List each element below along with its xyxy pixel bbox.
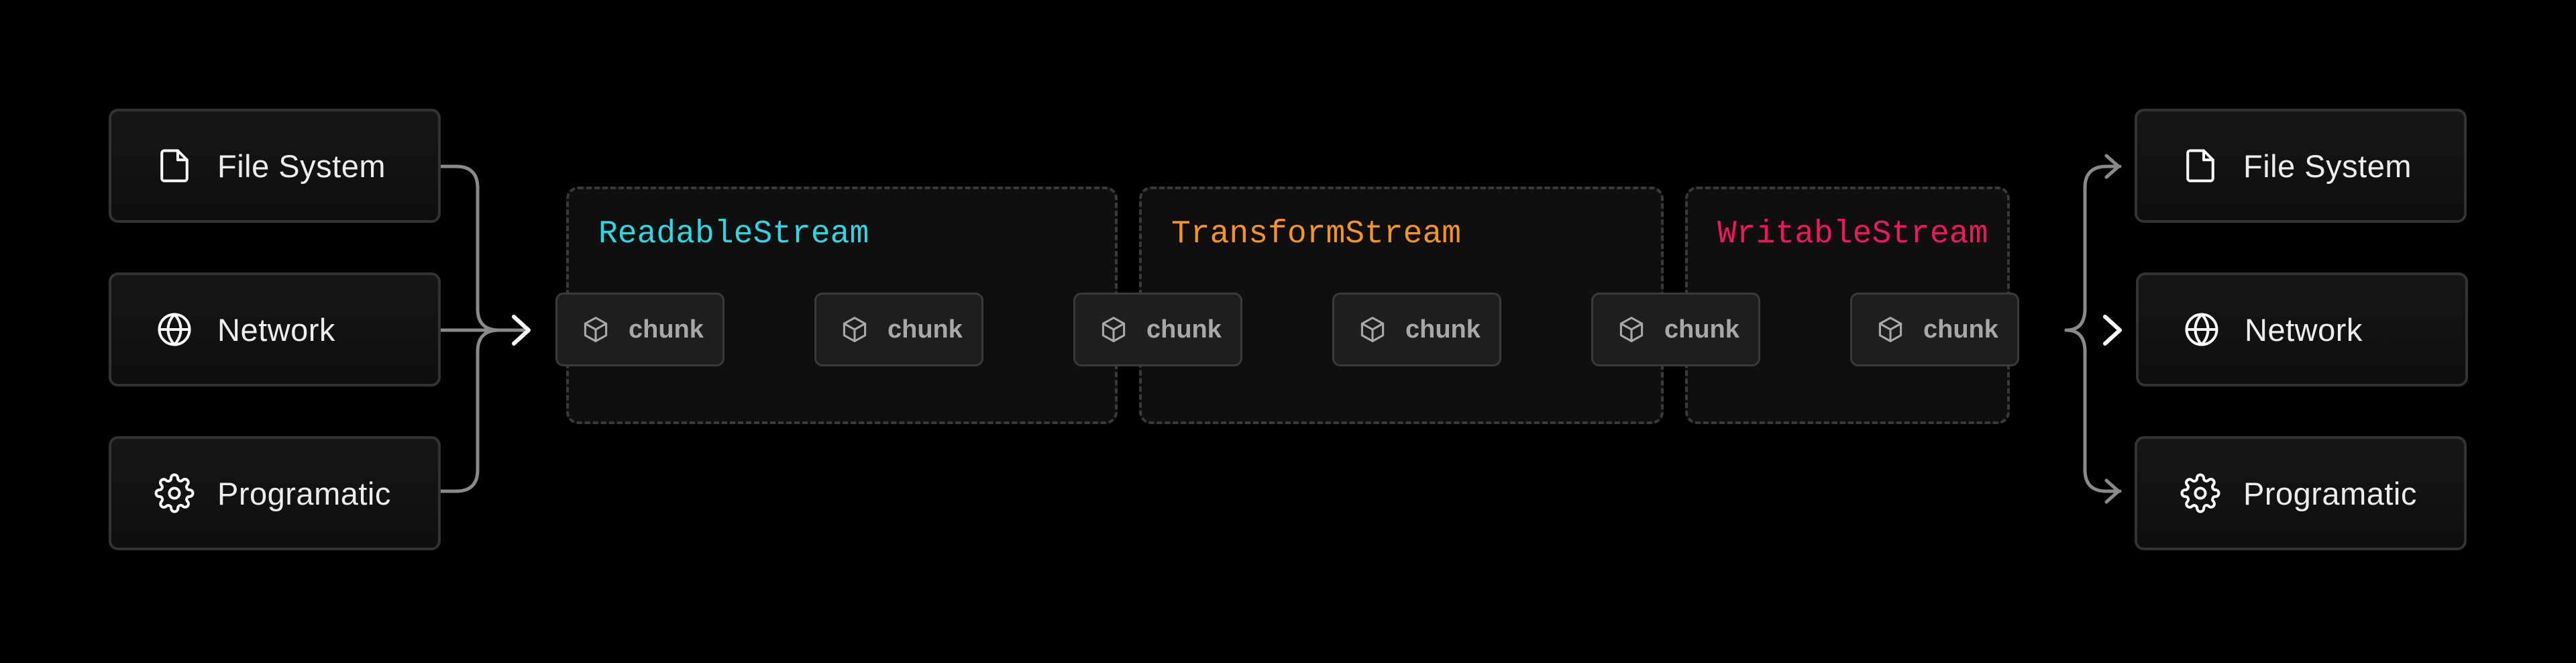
chunk-label: chunk <box>888 315 963 344</box>
chunk-label: chunk <box>629 315 704 344</box>
chunk-label: chunk <box>1923 315 1998 344</box>
cube-icon <box>839 314 870 345</box>
chunk-6: chunk <box>1850 293 2019 366</box>
cube-icon <box>1357 314 1388 345</box>
destination-arrowheads <box>2103 154 2122 504</box>
destination-file-system: File System <box>2135 109 2467 223</box>
source-programatic: Programatic <box>109 436 441 550</box>
cube-icon <box>1098 314 1129 345</box>
merge-line-programatic <box>438 328 525 493</box>
cube-icon <box>1875 314 1906 345</box>
gear-icon <box>153 472 196 515</box>
source-label: Programatic <box>217 475 391 511</box>
split-line-file-system <box>2064 164 2122 332</box>
split-line-programatic <box>2064 328 2122 493</box>
destination-split-lines <box>2064 164 2122 493</box>
globe-icon <box>2180 308 2223 351</box>
file-icon <box>153 144 196 187</box>
chunk-label: chunk <box>1146 315 1222 344</box>
gear-icon <box>2179 472 2222 515</box>
merge-arrowhead <box>512 315 531 346</box>
chunk-1: chunk <box>555 293 724 366</box>
destination-programatic: Programatic <box>2135 436 2467 550</box>
arrowhead-network <box>2103 315 2122 346</box>
source-merge-lines <box>438 164 525 493</box>
merge-line-file-system <box>438 164 525 332</box>
destination-label: File System <box>2243 148 2412 184</box>
source-network: Network <box>109 272 441 387</box>
destination-network: Network <box>2136 272 2468 387</box>
source-file-system: File System <box>109 109 441 223</box>
chunk-label: chunk <box>1405 315 1481 344</box>
cube-icon <box>1616 314 1647 345</box>
arrowhead-file-system <box>2104 154 2121 179</box>
chunk-5: chunk <box>1591 293 1760 366</box>
source-label: File System <box>217 148 386 184</box>
chunk-3: chunk <box>1073 293 1242 366</box>
chunk-label: chunk <box>1664 315 1739 344</box>
chunk-4: chunk <box>1332 293 1501 366</box>
arrowhead-programatic <box>2104 478 2121 504</box>
stage-title: ReadableStream <box>598 216 869 252</box>
chunk-2: chunk <box>814 293 983 366</box>
destination-label: Programatic <box>2243 475 2417 511</box>
stage-title: WritableStream <box>1717 216 1988 252</box>
cube-icon <box>580 314 611 345</box>
file-icon <box>2179 144 2222 187</box>
globe-icon <box>153 308 196 351</box>
stage-title: TransformStream <box>1171 216 1462 252</box>
destination-label: Network <box>2245 311 2363 348</box>
source-label: Network <box>217 311 335 348</box>
